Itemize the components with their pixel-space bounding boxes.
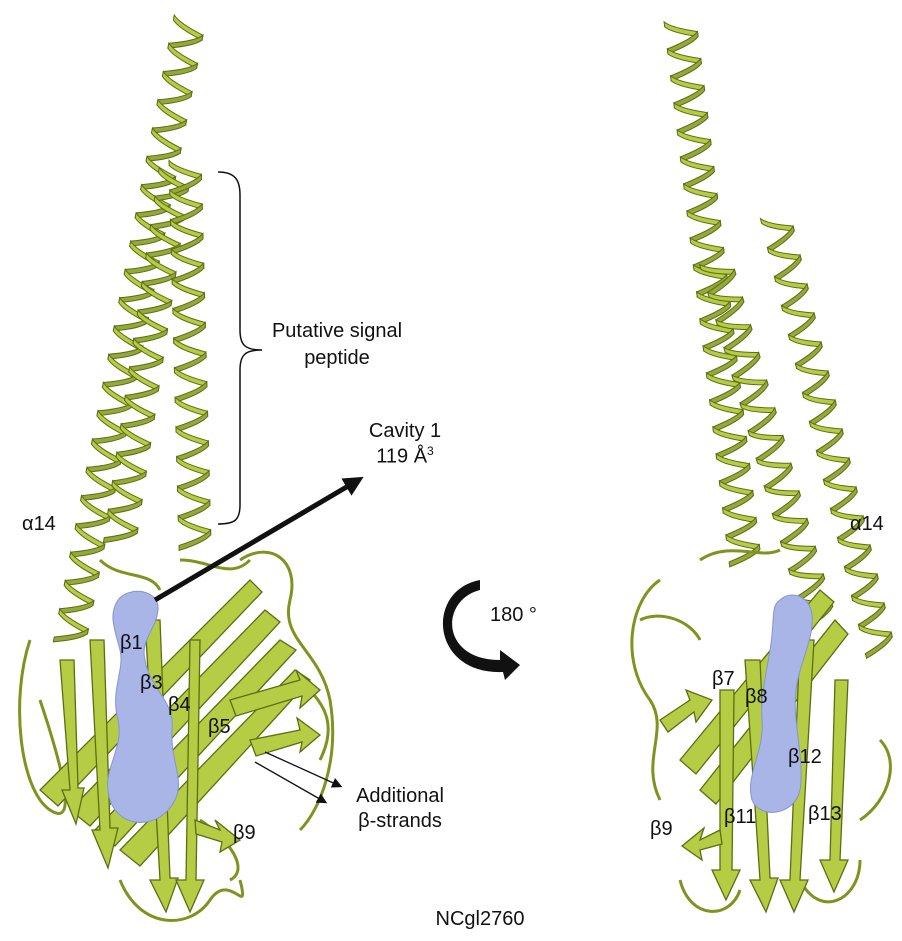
right-helix-label-alpha14: α14: [850, 513, 884, 535]
helix-turn-front: [157, 100, 187, 125]
figure-caption: NCgl2760: [400, 908, 560, 930]
helix-turn-back: [687, 194, 718, 216]
rotation-arrow-icon: [443, 580, 520, 680]
helix-turn-back: [719, 464, 750, 486]
helix-turn-front: [64, 580, 94, 605]
signal-peptide-bracket: [218, 172, 262, 524]
helix-turn-back: [677, 113, 708, 135]
right-strand-label-b11: β11: [724, 806, 756, 828]
cavity-volume-exponent: 3: [427, 444, 434, 458]
helix-turn-back: [684, 167, 715, 189]
helix-turn-front: [162, 72, 192, 97]
helix-turn-back: [716, 437, 747, 459]
right-strand-label-b12: β12: [788, 746, 822, 768]
helix-turn-front: [81, 496, 111, 521]
left-strand-label-b9: β9: [233, 822, 256, 844]
helix-turn-front: [70, 552, 100, 577]
right-strand-label-b9: β9: [650, 818, 673, 840]
additional-strands-label-line1: Additional: [335, 785, 465, 807]
helix-turn-back: [667, 32, 698, 54]
signal-peptide-label: Putative signal peptide: [262, 318, 412, 372]
helix-turn-front: [760, 219, 794, 231]
cavity-volume-value: 119 Å: [376, 446, 427, 468]
helix-turn-back: [671, 59, 702, 81]
additional-strands-label-line2: β-strands: [335, 810, 465, 832]
helix-turn-back: [723, 491, 754, 513]
left-strand-label-b3: β3: [140, 672, 163, 694]
left-helix-label-alpha14: α14: [22, 513, 56, 535]
left-strand-label-b4: β4: [168, 694, 191, 716]
helix-turn-front: [75, 524, 105, 549]
right-protein-structure: [632, 22, 892, 912]
left-helix-3: [169, 160, 211, 550]
cavity-pointer-arrow: [155, 482, 355, 600]
helix-turn-back: [713, 410, 744, 432]
helix-turn-front: [59, 609, 89, 634]
helix-turn-back: [690, 221, 721, 243]
left-strand-label-b1: β1: [120, 632, 143, 654]
helix-turn-back: [674, 86, 705, 108]
helix-turn-back: [726, 518, 757, 540]
helix-turn-front: [152, 128, 182, 153]
helix-turn-back: [710, 383, 741, 405]
right-strand-label-b7: β7: [712, 668, 735, 690]
helix-turn-front: [664, 22, 698, 37]
helix-turn-back: [680, 140, 711, 162]
right-strand-label-b13: β13: [808, 803, 842, 825]
helix-turn-front: [108, 509, 138, 533]
cavity-name-label: Cavity 1: [340, 420, 470, 442]
helix-turn-back: [693, 248, 724, 270]
helix-turn-back: [729, 545, 760, 567]
helix-turn-front: [173, 15, 203, 40]
helix-turn-front: [86, 467, 116, 492]
helix-turn-front: [168, 43, 198, 68]
cavity-volume-label: 119 Å3: [340, 445, 470, 468]
rotation-label: 180 °: [490, 604, 537, 626]
right-strand-label-b8: β8: [745, 686, 768, 708]
helix-turn-front: [112, 481, 142, 505]
left-strand-label-b5: β5: [208, 716, 231, 738]
additional-strands-arrow-2: [255, 762, 325, 802]
left-protein-structure: [20, 15, 333, 921]
